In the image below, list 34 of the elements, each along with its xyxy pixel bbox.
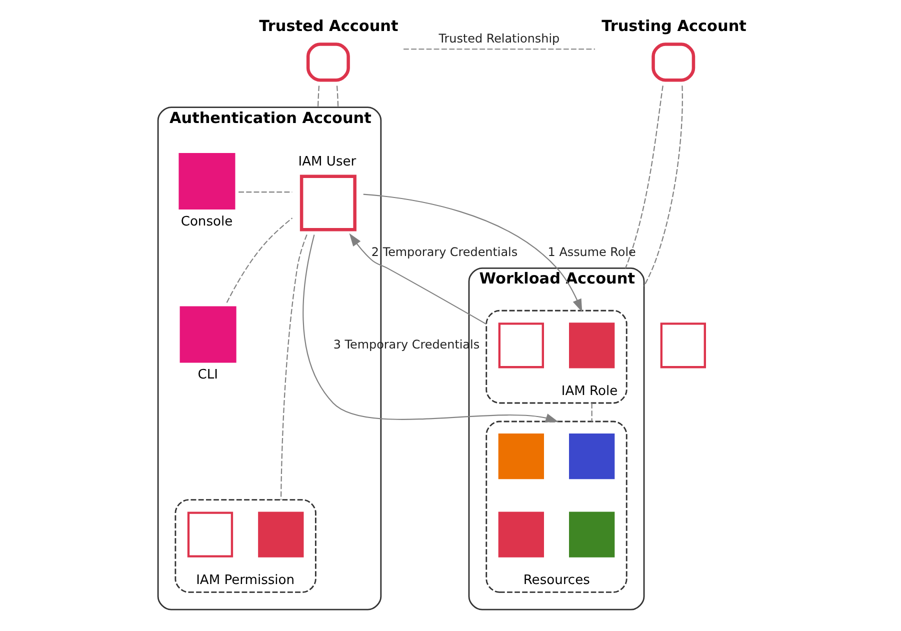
node-box xyxy=(498,322,544,368)
arrow xyxy=(302,234,559,422)
connector xyxy=(238,192,292,193)
node-box xyxy=(187,512,234,558)
node-box xyxy=(178,152,236,210)
connector xyxy=(336,86,339,108)
node-label: Console xyxy=(180,214,233,230)
node-box xyxy=(569,433,615,480)
node-box xyxy=(258,512,304,558)
connector xyxy=(226,218,293,303)
node-box xyxy=(498,512,544,558)
arrow xyxy=(363,194,582,312)
node-box xyxy=(660,322,706,368)
node-label: Trusting Account xyxy=(602,16,746,35)
connector xyxy=(404,48,595,50)
node-label: IAM User xyxy=(298,154,356,170)
cluster: IAM Permission xyxy=(174,499,316,593)
node-box xyxy=(569,322,615,368)
node-label: Trusted Account xyxy=(259,16,398,35)
connector xyxy=(624,86,664,268)
connector xyxy=(317,86,320,108)
edge-label: 1 Assume Role xyxy=(548,245,636,260)
cluster: IAM Role xyxy=(486,310,628,404)
connector xyxy=(644,86,683,286)
edge-label: 2 Temporary Credentials xyxy=(371,245,518,260)
edge-label: Trusted Relationship xyxy=(438,31,560,46)
connector xyxy=(591,403,592,422)
node-box xyxy=(569,512,615,558)
node-label: CLI xyxy=(198,368,218,383)
node-box xyxy=(498,433,544,480)
cluster: Resources xyxy=(486,420,628,593)
arrow xyxy=(349,233,487,325)
node-box xyxy=(180,306,236,363)
connector xyxy=(280,234,308,500)
